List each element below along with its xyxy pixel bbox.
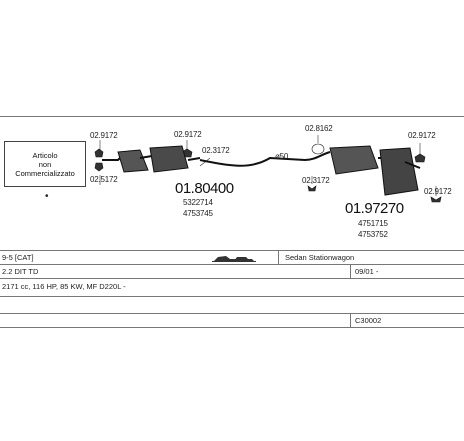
table-col-divider-3 bbox=[350, 313, 351, 327]
rear-label-bottom-right: 02.9172 bbox=[424, 187, 452, 196]
note-line-1: Articolo bbox=[32, 150, 58, 160]
spec-cell: 2171 cc, 116 HP, 85 KW, MF D220L - bbox=[2, 282, 126, 291]
rear-label-mid: 02.3172 bbox=[302, 176, 330, 185]
rear-section bbox=[304, 145, 421, 196]
rear-label-top-right: 02.9172 bbox=[408, 131, 436, 140]
gasket-front-top-left bbox=[94, 148, 104, 158]
body-type-cell: Sedan Stationwagon bbox=[285, 253, 355, 262]
front-ref-2: 4753745 bbox=[183, 209, 213, 218]
joint-label: ø50 bbox=[275, 152, 289, 161]
front-label-bottom-left: 02.5172 bbox=[90, 175, 118, 184]
gasket-rear-bottom-right bbox=[430, 196, 442, 203]
table-line-6 bbox=[0, 327, 464, 328]
catalog-number-cell: C30002 bbox=[355, 316, 382, 325]
note-line-3: Commercializzato bbox=[15, 168, 75, 178]
table-line-1 bbox=[0, 250, 464, 251]
gasket-rear-top-right bbox=[414, 153, 426, 163]
gasket-rear-mid bbox=[307, 185, 317, 192]
date-cell: 09/01 - bbox=[355, 267, 379, 276]
top-divider bbox=[0, 116, 464, 117]
not-sold-note: Articolo non Commercializzato bbox=[4, 141, 86, 187]
bullet-mark: • bbox=[45, 191, 49, 202]
exhaust-drawing bbox=[94, 135, 442, 203]
table-line-3 bbox=[0, 278, 464, 279]
table-col-divider-1 bbox=[278, 250, 279, 264]
engine-cell: 2.2 DIT TD bbox=[2, 267, 39, 276]
front-label-top-left: 02.9172 bbox=[90, 131, 118, 140]
rear-ref-1: 4751715 bbox=[358, 219, 388, 228]
gasket-front-bottom-left bbox=[94, 162, 104, 172]
front-label-right: 02.3172 bbox=[202, 146, 230, 155]
front-ref-1: 5322714 bbox=[183, 198, 213, 207]
note-line-2: non bbox=[38, 159, 52, 169]
front-section bbox=[102, 145, 306, 173]
rear-label-top-left: 02.8162 bbox=[305, 124, 333, 133]
front-part-code: 01.80400 bbox=[175, 180, 234, 197]
rear-ref-2: 4753752 bbox=[358, 230, 388, 239]
table-col-divider-2 bbox=[350, 264, 351, 278]
table-line-2 bbox=[0, 264, 464, 265]
rear-part-code: 01.97270 bbox=[345, 200, 404, 217]
front-label-top-mid: 02.9172 bbox=[174, 130, 202, 139]
car-body-icon bbox=[212, 256, 256, 262]
table-line-5 bbox=[0, 313, 464, 314]
hanger-rear-top-left bbox=[311, 143, 325, 155]
table-line-4 bbox=[0, 296, 464, 297]
model-cell: 9-5 [CAT] bbox=[2, 253, 34, 262]
